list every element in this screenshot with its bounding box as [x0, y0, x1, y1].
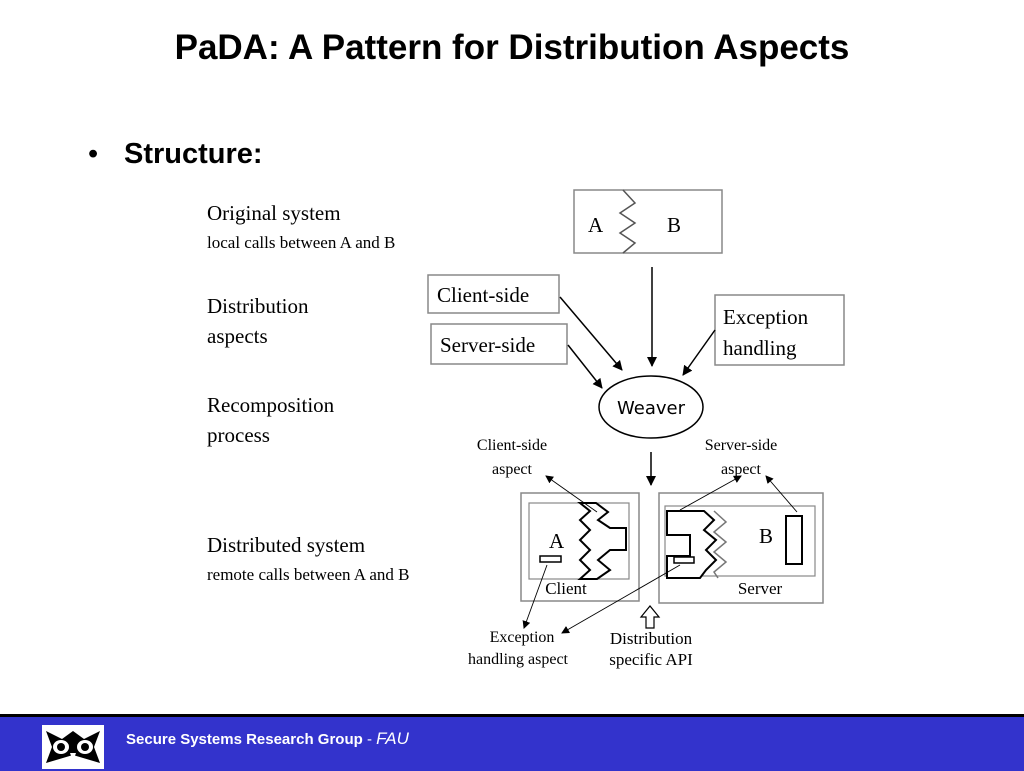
arrow-client-to-weaver — [559, 296, 623, 371]
footer-separator: - — [362, 731, 377, 748]
arrow-exception-to-weaver — [682, 329, 716, 376]
label-remote-calls: remote calls between A and B — [207, 565, 410, 584]
client-block: A Client — [520, 492, 640, 602]
server-block: B Server — [658, 492, 824, 604]
pada-structure-diagram: Original system local calls between A an… — [207, 189, 845, 669]
exception-handling-box: Exception handling — [714, 294, 845, 366]
weaver-label: Weaver — [617, 398, 686, 419]
label-aspects: aspects — [207, 324, 268, 348]
exception-label-1: Exception — [723, 305, 809, 329]
server-side-label: Server-side — [440, 333, 535, 357]
footer-org: FAU — [376, 729, 409, 748]
api-up-arrow — [639, 605, 661, 629]
pointer-client-aspect — [545, 475, 598, 513]
footer-text: Secure Systems Research Group - FAU — [126, 729, 409, 749]
client-label: Client — [545, 579, 587, 598]
client-a-label: A — [549, 529, 565, 553]
server-side-box: Server-side — [430, 323, 568, 365]
footer-group: Secure Systems Research Group — [126, 731, 363, 748]
client-side-label: Client-side — [437, 283, 529, 307]
arrow-server-to-weaver — [567, 344, 603, 389]
bullet-dot: • — [88, 138, 99, 170]
client-aspect-label-2: aspect — [492, 461, 533, 478]
label-distribution: Distribution — [207, 294, 309, 318]
server-aspect-label-1: Server-side — [705, 437, 778, 454]
exception-aspect-label-2: handling aspect — [468, 651, 569, 668]
weaver-node: Weaver — [598, 375, 704, 439]
exception-label-2: handling — [723, 336, 797, 360]
pointer-server-aspect-right — [765, 475, 798, 513]
server-label: Server — [738, 579, 783, 598]
pointer-server-aspect-left — [679, 475, 742, 511]
client-side-box: Client-side — [427, 274, 560, 314]
box-b-label: B — [667, 213, 681, 237]
label-distributed-system: Distributed system — [207, 533, 365, 557]
label-process: process — [207, 423, 270, 447]
bullet-label: Structure: — [124, 138, 263, 170]
client-aspect-label-1: Client-side — [477, 437, 547, 454]
footer-bar: Secure Systems Research Group - FAU — [0, 714, 1024, 771]
server-b-label: B — [759, 524, 773, 548]
pointer-exception-client — [522, 564, 548, 629]
server-aspect-label-2: aspect — [721, 461, 762, 478]
api-label-2: specific API — [609, 650, 693, 669]
label-local-calls: local calls between A and B — [207, 233, 395, 252]
exception-aspect-label-1: Exception — [490, 629, 555, 646]
bullet-structure: • Structure: — [88, 138, 263, 171]
pointer-exception-server — [561, 564, 681, 634]
box-a-label: A — [588, 213, 604, 237]
slide-title: PaDA: A Pattern for Distribution Aspects — [174, 28, 850, 67]
label-original-system: Original system — [207, 201, 341, 225]
owl-logo-icon — [42, 725, 104, 769]
label-recomposition: Recomposition — [207, 393, 335, 417]
api-label-1: Distribution — [610, 629, 693, 648]
original-ab-box: A B — [573, 189, 723, 254]
